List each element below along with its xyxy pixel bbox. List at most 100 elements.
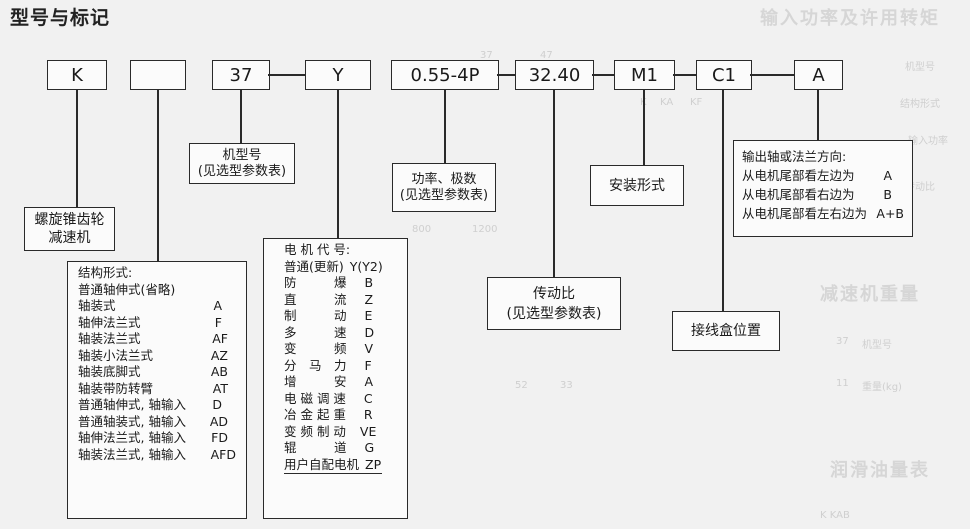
- leader-line: [444, 89, 446, 164]
- bg-cell: 重量(kg): [862, 382, 902, 393]
- motor-text: 制 动: [284, 308, 347, 323]
- motor-text: 分 马 力: [284, 357, 347, 373]
- bg-cell: 33: [560, 380, 573, 391]
- motor-text: 变 频: [284, 341, 347, 356]
- bg-cell: 结构形式: [900, 99, 940, 110]
- structure-row: 轴伸法兰式, 轴输入 FD: [78, 430, 240, 447]
- structure-text: 普通轴伸式, 轴输入: [78, 397, 186, 412]
- bg-cell: 52: [515, 380, 528, 391]
- motor-code: Z: [364, 291, 374, 307]
- motor-code: VE: [359, 423, 377, 439]
- motor-code: C: [363, 390, 373, 406]
- model-label-line2: (见选型参数表): [197, 163, 287, 179]
- direction-box: 输出轴或法兰方向: 从电机尾部看左边为 A 从电机尾部看右边为 B 从电机尾部看…: [733, 140, 913, 237]
- code-box-ratio: 32.40: [515, 60, 594, 90]
- structure-heading: 结构形式:: [78, 265, 240, 282]
- leader-line: [643, 89, 645, 165]
- bg-cell: 传动比: [905, 182, 935, 193]
- motor-text: 增 安: [284, 374, 347, 389]
- motor-text: 冶 金 起 重: [284, 407, 346, 422]
- leader-line: [337, 89, 339, 238]
- motor-text: 电 磁 调 速: [284, 390, 346, 406]
- ratio-label-line2: (见选型参数表): [506, 305, 602, 322]
- structure-text: 轴伸法兰式, 轴输入: [78, 430, 186, 445]
- structure-row: 轴装式 A: [78, 298, 240, 315]
- motor-heading: 电 机 代 号:: [284, 242, 397, 259]
- motor-code: D: [364, 324, 375, 340]
- reducer-label-line2: 减速机: [48, 230, 91, 246]
- mount-label: 安装形式: [590, 165, 684, 206]
- bg-title-power: 输入功率及许用转矩: [760, 8, 940, 29]
- bg-cell: 输入功率: [908, 136, 948, 147]
- structure-text: 轴装底脚式: [78, 364, 141, 379]
- code-box-k: K: [47, 60, 107, 90]
- motor-text: 普通(更新): [284, 258, 344, 274]
- structure-heading-text: 结构形式:: [78, 265, 133, 280]
- motor-text: 变 频 制 动: [284, 423, 346, 439]
- structure-text: 轴装式: [78, 298, 116, 313]
- structure-text: 轴装带防转臂: [78, 380, 154, 396]
- motor-row: 用户自配电机 ZP: [284, 456, 382, 474]
- connector-line: [750, 74, 794, 76]
- bg-cell: KA: [660, 97, 674, 108]
- connector-line: [268, 74, 305, 76]
- motor-code: V: [364, 341, 374, 356]
- code-box-mount: M1: [614, 60, 675, 90]
- structure-code: FD: [211, 430, 228, 445]
- motor-code: F: [364, 357, 372, 373]
- connector-line: [497, 74, 515, 76]
- bg-cell: 机型号: [905, 62, 935, 73]
- structure-code: AB: [210, 364, 228, 379]
- direction-code: A+B: [876, 206, 904, 221]
- motor-code: A: [364, 374, 374, 389]
- structure-row: 普通轴伸式(省略): [78, 282, 240, 299]
- motor-code: G: [364, 440, 375, 455]
- bg-cell: 37: [480, 50, 493, 61]
- motor-text: 用户自配电机: [284, 456, 360, 472]
- structure-code: A: [213, 298, 222, 313]
- direction-text: 从电机尾部看左边为: [742, 168, 855, 183]
- direction-row: 从电机尾部看右边为 B: [742, 185, 904, 204]
- direction-text: 从电机尾部看右边为: [742, 187, 855, 202]
- bg-cell: 机型号: [862, 340, 892, 351]
- direction-text: 从电机尾部看左右边为: [742, 206, 868, 221]
- structure-code: AD: [209, 413, 228, 429]
- direction-row: 从电机尾部看左右边为 A+B: [742, 204, 904, 223]
- power-label: 功率、极数 (见选型参数表): [392, 163, 496, 212]
- structure-code: AZ: [210, 347, 228, 363]
- leader-line: [76, 89, 78, 208]
- model-label: 机型号 (见选型参数表): [189, 143, 295, 184]
- motor-code: ZP: [365, 456, 382, 472]
- ratio-label: 传动比 (见选型参数表): [487, 277, 621, 330]
- code-box-box: C1: [696, 60, 752, 90]
- reducer-label: 螺旋锥齿轮 减速机: [24, 207, 115, 251]
- motor-text: 辊 道: [284, 440, 347, 455]
- structure-text: 普通轴伸式(省略): [78, 281, 176, 297]
- bg-title-weight: 减速机重量: [820, 284, 920, 305]
- structure-code: F: [214, 314, 222, 330]
- bg-cell: 11: [836, 378, 849, 389]
- motor-text: 防 爆: [284, 275, 347, 290]
- direction-code: A: [883, 168, 892, 183]
- connector-line: [673, 74, 696, 76]
- structure-code: AFD: [210, 446, 236, 462]
- bg-cell: 47: [540, 50, 553, 61]
- code-box-size: 37: [212, 60, 270, 90]
- bg-cell: 1200: [472, 224, 498, 235]
- motor-code: E: [364, 308, 373, 323]
